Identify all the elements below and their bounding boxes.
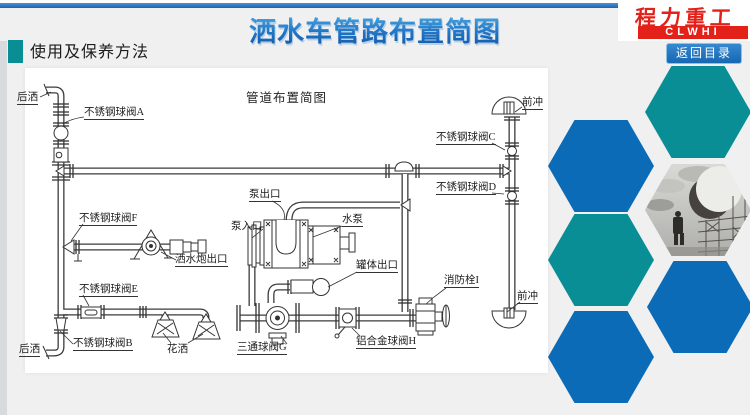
label-shower: 花洒 (167, 344, 188, 355)
label-valve-b: 不锈钢球阀B (73, 338, 133, 352)
page-title: 洒水车管路布置简图 (0, 10, 750, 49)
diagram-title: 管道布置简图 (246, 91, 328, 105)
hexagon-blue-2 (647, 261, 750, 353)
hexagon-blue-3 (548, 311, 654, 403)
hexagon-teal-1 (645, 66, 750, 158)
hexagon-teal-2 (548, 214, 654, 306)
photo-hexagon (645, 164, 750, 256)
label-water-pump: 水泵 (342, 214, 363, 228)
back-to-contents-button[interactable]: 返回目录 (666, 43, 742, 64)
label-rear-spray-top: 后洒 (17, 92, 38, 106)
water-pump-drawing (247, 219, 356, 269)
label-front-flush-bottom: 前冲 (517, 291, 538, 305)
top-white-strip (0, 0, 750, 3)
section-label: 使用及保养方法 (30, 44, 150, 61)
section-accent-square (8, 40, 23, 63)
leader-lines (39, 91, 523, 345)
label-tank-outlet: 罐体出口 (356, 260, 398, 274)
left-edge-strip (0, 41, 7, 415)
header-accent-bar (0, 3, 620, 8)
label-alloy-valve: 铝合金球阀H (356, 336, 417, 350)
label-pump-outlet: 泵出口 (249, 189, 281, 203)
label-front-flush-top: 前冲 (522, 97, 543, 111)
label-valve-d: 不锈钢球阀D (436, 182, 497, 196)
label-valve-a: 不锈钢球阀A (84, 107, 145, 121)
label-valve-e: 不锈钢球阀E (79, 284, 138, 298)
label-three-way-valve: 三通球阀G (237, 342, 287, 356)
label-hydrant: 消防栓I (444, 275, 479, 289)
hexagon-blue-1 (548, 120, 654, 212)
piping-diagram (39, 83, 527, 360)
label-cannon-outlet: 洒水炮出口 (175, 254, 228, 268)
label-rear-spray-bottom: 后洒 (19, 344, 40, 358)
label-valve-c: 不锈钢球阀C (436, 132, 496, 146)
label-valve-f: 不锈钢球阀F (79, 213, 138, 227)
brand-logo-sub: CLWHI (638, 26, 748, 39)
hexagon-decoration (548, 66, 750, 403)
label-pump-inlet: 泵入口 (231, 221, 263, 232)
bottom-run-components (236, 278, 450, 345)
fittings (42, 83, 527, 360)
